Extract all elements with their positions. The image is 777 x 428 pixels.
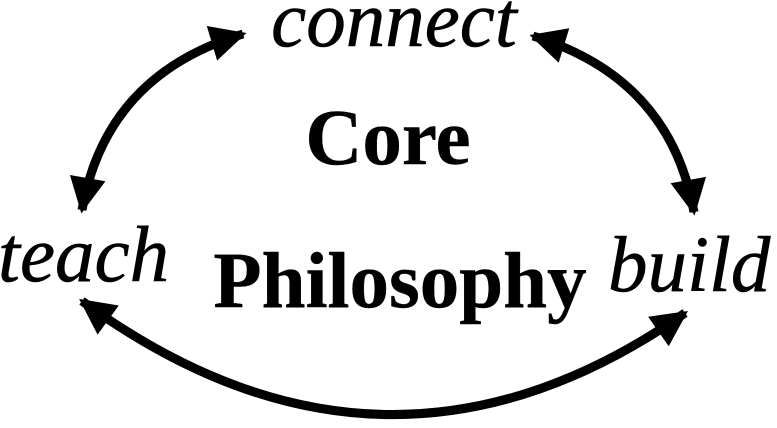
- node-build-label: build: [608, 222, 771, 309]
- arrow-teach-connect: [69, 26, 247, 214]
- center-title-line2: Philosophy: [213, 238, 587, 325]
- node-teach-label: teach: [0, 212, 170, 299]
- node-connect-label: connect: [271, 0, 517, 64]
- center-title-line1: Core: [305, 95, 471, 182]
- arrow-connect-build: [529, 28, 706, 216]
- arrow-build-teach: [79, 297, 688, 420]
